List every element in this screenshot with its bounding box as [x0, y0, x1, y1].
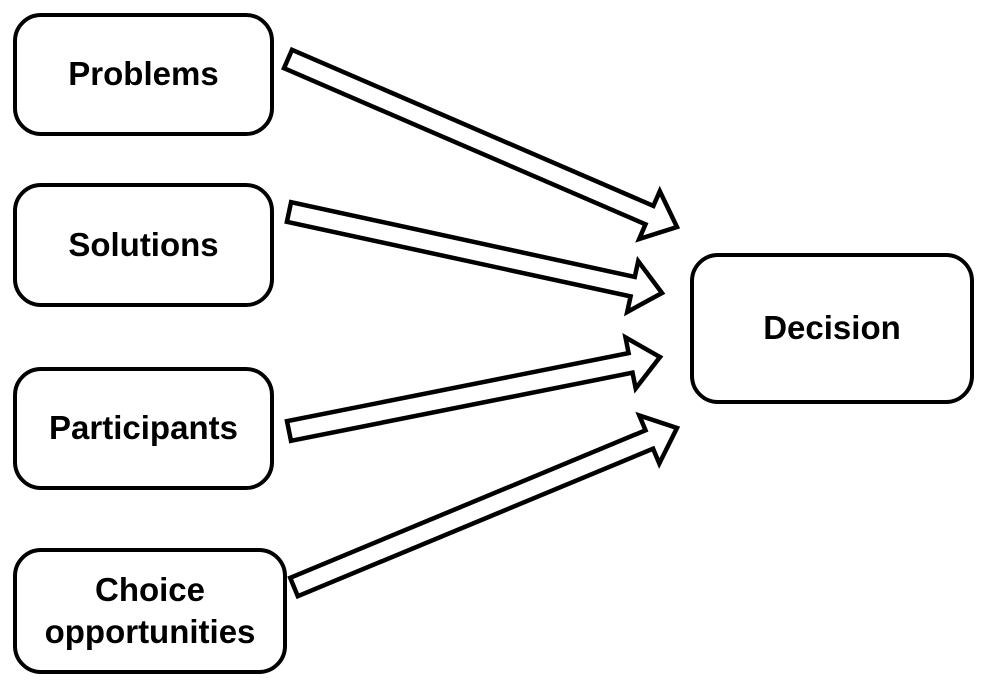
node-problems-label: Problems [68, 55, 219, 93]
arrow-participants-to-decision [284, 333, 664, 444]
arrow-choice-opportunities-to-decision [287, 411, 681, 600]
node-decision: Decision [690, 253, 974, 404]
node-choice-opportunities-label: Choice opportunities [44, 570, 256, 650]
node-decision-label: Decision [763, 309, 901, 347]
node-solutions: Solutions [13, 183, 274, 307]
arrow-solutions-to-decision [284, 199, 666, 317]
arrow-problems-to-decision [281, 46, 681, 243]
node-choice-opportunities: Choice opportunities [13, 548, 287, 674]
node-participants-label: Participants [49, 409, 238, 447]
node-problems: Problems [13, 13, 274, 136]
node-solutions-label: Solutions [68, 225, 219, 263]
node-participants: Participants [13, 367, 274, 490]
